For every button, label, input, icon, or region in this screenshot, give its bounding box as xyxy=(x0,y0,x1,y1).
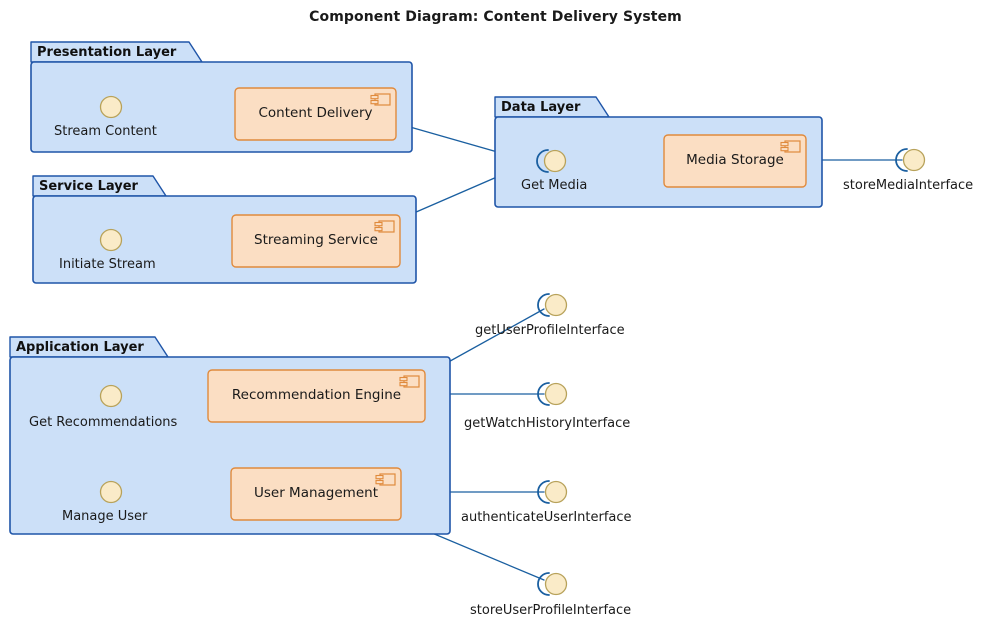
component-icon-body xyxy=(379,473,396,486)
provided-interface-ball-stream-content[interactable] xyxy=(99,95,123,119)
component-icon-tab-bottom xyxy=(374,226,383,232)
provided-interface-ball-manage-user[interactable] xyxy=(99,480,123,504)
component-icon-tab-bottom xyxy=(370,99,379,105)
component-icon xyxy=(374,220,395,233)
provided-interface-ball-get-recommendations[interactable] xyxy=(99,384,123,408)
package-title-presentation: Presentation Layer xyxy=(37,45,177,60)
port-get-recommendations[interactable] xyxy=(99,384,123,408)
port-label-get-recommendations: Get Recommendations xyxy=(29,415,178,430)
socket-icon-get-watch-history xyxy=(537,382,550,406)
component-content-delivery[interactable] xyxy=(234,87,397,141)
provided-interface-ball-get-media[interactable] xyxy=(543,149,567,173)
socket-icon-get-media xyxy=(536,149,549,173)
package-title-data: Data Layer xyxy=(501,100,581,115)
interface-authenticate-user[interactable] xyxy=(537,480,568,504)
interface-label-get-user-profile: getUserProfileInterface xyxy=(475,323,625,338)
interface-ball-get-user-profile[interactable] xyxy=(544,293,568,317)
interface-ball-store-user-profile[interactable] xyxy=(544,572,568,596)
component-icon xyxy=(370,93,391,106)
interface-ball-get-watch-history[interactable] xyxy=(544,382,568,406)
interface-store-user-profile[interactable] xyxy=(537,572,568,596)
component-streaming-service[interactable] xyxy=(231,214,401,268)
interface-get-watch-history[interactable] xyxy=(537,382,568,406)
component-icon-tab-top xyxy=(399,376,408,382)
socket-icon-store-media xyxy=(895,148,908,172)
component-icon-tab-top xyxy=(370,94,379,100)
component-icon-body xyxy=(403,375,420,388)
package-title-service: Service Layer xyxy=(39,179,138,194)
component-icon-body xyxy=(378,220,395,233)
component-icon-body xyxy=(784,140,801,153)
port-get-media[interactable] xyxy=(536,149,567,173)
interface-label-store-media: storeMediaInterface xyxy=(843,178,974,193)
component-icon xyxy=(375,473,396,486)
component-icon-tab-bottom xyxy=(399,381,408,387)
port-initiate-stream[interactable] xyxy=(99,228,123,252)
interface-label-store-user-profile: storeUserProfileInterface xyxy=(470,603,632,618)
port-manage-user[interactable] xyxy=(99,480,123,504)
component-icon-body xyxy=(374,93,391,106)
package-title-application: Application Layer xyxy=(16,340,144,355)
page-title: Component Diagram: Content Delivery Syst… xyxy=(309,9,682,25)
component-user-management[interactable] xyxy=(230,467,402,521)
port-label-manage-user: Manage User xyxy=(62,509,148,524)
component-label-user-management: User Management xyxy=(254,485,378,501)
component-label-recommendation-engine: Recommendation Engine xyxy=(231,387,402,403)
component-label-content-delivery: Content Delivery xyxy=(258,105,373,121)
component-box-streaming-service[interactable] xyxy=(231,214,401,268)
port-label-initiate-stream: Initiate Stream xyxy=(59,257,156,272)
component-box-media-storage[interactable] xyxy=(663,134,807,188)
socket-icon-authenticate-user xyxy=(537,480,550,504)
component-media-storage[interactable] xyxy=(663,134,807,188)
interface-label-get-watch-history: getWatchHistoryInterface xyxy=(464,416,631,431)
component-icon-tab-top xyxy=(375,474,384,480)
provided-interface-ball-initiate-stream[interactable] xyxy=(99,228,123,252)
socket-icon-store-user-profile xyxy=(537,572,550,596)
component-label-media-storage: Media Storage xyxy=(686,152,784,168)
component-box-user-management[interactable] xyxy=(230,467,402,521)
component-icon-tab-bottom xyxy=(780,146,789,152)
interface-ball-store-media[interactable] xyxy=(902,148,926,172)
component-box-content-delivery[interactable] xyxy=(234,87,397,141)
component-icon-tab-top xyxy=(780,141,789,147)
interface-label-authenticate-user: authenticateUserInterface xyxy=(461,510,632,525)
port-label-get-media: Get Media xyxy=(521,178,588,193)
interface-ball-authenticate-user[interactable] xyxy=(544,480,568,504)
component-recommendation-engine[interactable] xyxy=(207,369,426,423)
interface-store-media[interactable] xyxy=(895,148,926,172)
interface-get-user-profile[interactable] xyxy=(537,293,568,317)
component-icon xyxy=(780,140,801,153)
component-icon xyxy=(399,375,420,388)
component-icon-tab-top xyxy=(374,221,383,227)
component-icon-tab-bottom xyxy=(375,479,384,485)
port-label-stream-content: Stream Content xyxy=(54,124,157,139)
socket-icon-get-user-profile xyxy=(537,293,550,317)
port-stream-content[interactable] xyxy=(99,95,123,119)
component-label-streaming-service: Streaming Service xyxy=(254,232,378,248)
component-box-recommendation-engine[interactable] xyxy=(207,369,426,423)
